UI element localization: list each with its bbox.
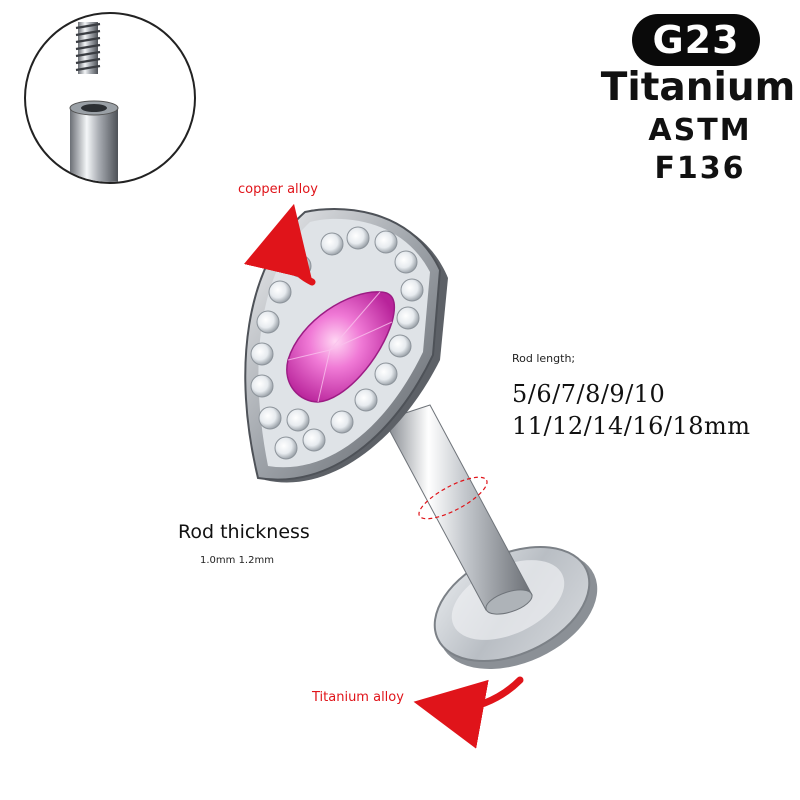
curved-arrow-icon bbox=[243, 203, 316, 286]
curved-arrow-icon bbox=[413, 676, 524, 749]
thread-detail-inset bbox=[24, 12, 196, 184]
rod-length-values-2: 11/12/14/16/18mm bbox=[512, 412, 751, 440]
grade-badge: G23 bbox=[632, 14, 760, 66]
post-rod bbox=[383, 404, 533, 615]
material-name: Titanium bbox=[600, 65, 796, 110]
marquise-gem bbox=[286, 291, 396, 403]
post-tube bbox=[69, 100, 119, 182]
rod-length-values-1: 5/6/7/8/9/10 bbox=[512, 380, 666, 408]
rod-thickness-label: Rod thickness bbox=[178, 521, 310, 543]
titanium-alloy-label: Titanium alloy bbox=[312, 690, 404, 705]
rod-length-label: Rod length; bbox=[512, 352, 576, 365]
material-standard: ASTM F136 bbox=[648, 113, 752, 186]
thickness-ring bbox=[418, 476, 488, 520]
screw-thread bbox=[75, 22, 101, 74]
rod-thickness-values: 1.0mm 1.2mm bbox=[200, 555, 274, 566]
copper-alloy-label: copper alloy bbox=[238, 182, 318, 197]
